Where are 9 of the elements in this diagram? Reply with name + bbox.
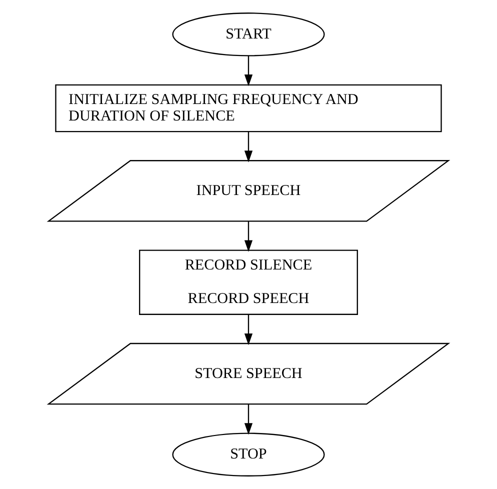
node-box: RECORD SILENCE RECORD SPEECH	[139, 250, 358, 315]
arrow	[244, 132, 253, 162]
node-box: INITIALIZE SAMPLING FREQUENCY AND DURATION OF SILENCE	[55, 84, 442, 132]
arrow	[244, 221, 253, 252]
arrow	[244, 314, 253, 346]
arrow	[244, 56, 253, 86]
node-ellipse: START	[172, 12, 325, 56]
arrow	[244, 404, 253, 435]
node-ellipse: STOP	[172, 432, 325, 476]
